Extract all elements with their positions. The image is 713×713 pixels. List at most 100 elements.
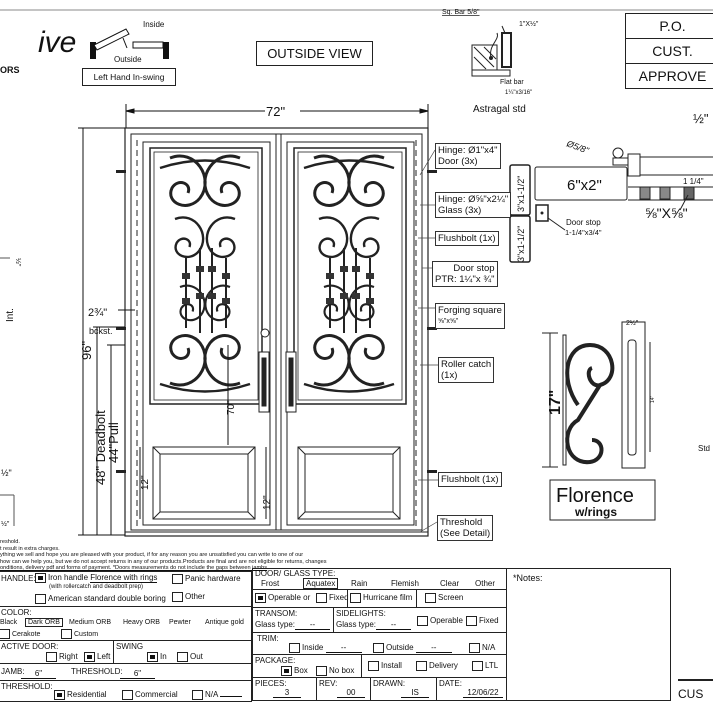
ltl-label: LTL <box>485 661 499 671</box>
hurricane-film-option[interactable]: Hurricane film <box>350 593 412 603</box>
left-glass-panel <box>150 148 262 404</box>
panic-hardware-checkbox[interactable] <box>172 574 183 584</box>
active-door-left[interactable]: Left <box>84 652 110 662</box>
rev-value[interactable]: 00 <box>337 688 365 698</box>
delivery-checkbox[interactable] <box>416 661 427 671</box>
glass-frost[interactable]: Frost <box>261 579 280 588</box>
left-frac-top: ½" <box>14 258 22 267</box>
install-checkbox[interactable] <box>368 661 379 671</box>
sidelights-operable-option[interactable]: Operable <box>417 616 463 626</box>
hurricane-film-checkbox[interactable] <box>350 593 361 603</box>
glass-rain[interactable]: Rain <box>351 579 368 588</box>
custom-color-checkbox[interactable] <box>61 629 72 639</box>
sidelights-operable-checkbox[interactable] <box>417 616 428 626</box>
handle-other-option[interactable]: Other <box>172 592 205 602</box>
date-value[interactable]: 12/06/22 <box>463 688 503 698</box>
fixed-checkbox[interactable] <box>316 593 327 603</box>
trim-outside-value[interactable]: -- <box>415 643 452 654</box>
inner-height-label: 70" <box>226 400 237 415</box>
glass-clear[interactable]: Clear <box>440 579 460 588</box>
notes-box[interactable]: *Notes: <box>506 568 671 701</box>
trim-inside-checkbox[interactable] <box>289 643 300 653</box>
swing-in-checkbox[interactable] <box>147 652 158 662</box>
iron-handle-checkbox[interactable] <box>35 573 46 583</box>
threshold-commercial-checkbox[interactable] <box>122 690 133 700</box>
trim-na-option[interactable]: N/A <box>469 643 495 653</box>
operable-checkbox[interactable] <box>255 593 266 603</box>
package-box-option[interactable]: Box <box>281 666 308 676</box>
active-door-right-checkbox[interactable] <box>46 652 57 662</box>
cust-field[interactable]: CUST. <box>625 38 713 64</box>
jamb-value[interactable]: 6" <box>21 669 56 679</box>
operable-option[interactable]: Operable or <box>255 593 310 603</box>
package-label: PACKAGE: <box>255 656 296 665</box>
panic-hardware-option[interactable]: Panic hardware <box>172 574 241 584</box>
package-no-box-option[interactable]: No box <box>316 666 354 676</box>
package-box-checkbox[interactable] <box>281 666 292 676</box>
install-option[interactable]: Install <box>368 661 402 671</box>
threshold-na-checkbox[interactable] <box>192 690 203 700</box>
trim-inside-label: Inside <box>302 643 324 653</box>
threshold-commercial[interactable]: Commercial <box>122 690 178 700</box>
cerakote-checkbox[interactable] <box>0 629 10 639</box>
color-black[interactable]: Black <box>0 619 18 626</box>
transom-glass-value[interactable]: -- <box>295 620 331 630</box>
sidelights-glass-value[interactable]: -- <box>376 620 412 630</box>
transom-label: TRANSOM: <box>255 609 298 618</box>
custom-color-option[interactable]: Custom <box>61 629 98 639</box>
trim-inside-option[interactable]: Inside -- <box>289 643 362 654</box>
callout-flushbolt-bottom: Flushbolt (1x) <box>438 472 502 487</box>
pieces-value[interactable]: 3 <box>273 688 301 698</box>
backset-abbrev: bckst. <box>89 326 113 336</box>
active-door-section: ACTIVE DOOR: Right Left <box>0 640 114 664</box>
fixed-option[interactable]: Fixed <box>316 593 349 603</box>
jamb-threshold-value[interactable]: 6" <box>120 669 155 679</box>
sidelights-fixed-checkbox[interactable] <box>466 616 477 626</box>
screen-option[interactable]: Screen <box>425 593 463 603</box>
section-rod-label: Ø5/8" <box>564 138 590 156</box>
threshold-residential[interactable]: Residential <box>54 690 107 700</box>
glass-other[interactable]: Other <box>475 579 496 588</box>
handle-name: Florence <box>556 485 634 507</box>
active-door-left-checkbox[interactable] <box>84 652 95 662</box>
glass-aquatex[interactable]: Aquatex <box>303 578 339 589</box>
trim-outside-checkbox[interactable] <box>373 643 384 653</box>
trim-outside-option[interactable]: Outside -- <box>373 643 452 654</box>
ltl-checkbox[interactable] <box>472 661 483 671</box>
swing-out[interactable]: Out <box>177 652 203 662</box>
threshold-section: THRESHOLD: Residential Commercial N/A <box>0 680 252 702</box>
american-boring-checkbox[interactable] <box>35 594 46 604</box>
american-boring-option[interactable]: American standard double boring <box>35 594 166 604</box>
astragal-title: Astragal std <box>473 104 526 115</box>
delivery-option[interactable]: Delivery <box>416 661 458 671</box>
screen-section: Screen <box>416 589 507 608</box>
drawn-value[interactable]: IS <box>401 688 429 698</box>
trim-na-checkbox[interactable] <box>469 643 480 653</box>
swing-in[interactable]: In <box>147 652 167 662</box>
package-no-box-label: No box <box>329 666 355 676</box>
swing-out-checkbox[interactable] <box>177 652 188 662</box>
glass-flemish[interactable]: Flemish <box>391 579 420 588</box>
cerakote-option[interactable]: Cerakote <box>0 629 40 639</box>
color-antique-gold[interactable]: Antique gold <box>205 619 244 626</box>
backset-label: 2¾" <box>88 307 107 319</box>
fine-print: reshold.t result in extra charges.ything… <box>0 539 327 572</box>
iron-handle-option[interactable]: Iron handle Florence with rings <box>35 573 158 584</box>
color-heavy-orb[interactable]: Heavy ORB <box>123 619 160 626</box>
color-dark-orb[interactable]: Dark ORB <box>25 618 63 627</box>
approve-field[interactable]: APPROVE <box>625 63 713 89</box>
handle-other-checkbox[interactable] <box>172 592 183 602</box>
package-no-box-checkbox[interactable] <box>316 666 327 676</box>
active-door-right[interactable]: Right <box>46 652 78 662</box>
color-medium-orb[interactable]: Medium ORB <box>69 619 112 626</box>
po-field[interactable]: P.O. <box>625 13 713 39</box>
screen-checkbox[interactable] <box>425 593 436 603</box>
threshold-residential-checkbox[interactable] <box>54 690 65 700</box>
trim-inside-value[interactable]: -- <box>325 643 362 654</box>
section-quarter-label: 1 1/4" <box>683 177 704 186</box>
color-pewter[interactable]: Pewter <box>169 619 191 626</box>
threshold-na[interactable]: N/A <box>192 690 243 700</box>
handle-subname: w/rings <box>574 505 617 519</box>
sidelights-fixed-option[interactable]: Fixed <box>466 616 499 626</box>
ltl-option[interactable]: LTL <box>472 661 498 671</box>
